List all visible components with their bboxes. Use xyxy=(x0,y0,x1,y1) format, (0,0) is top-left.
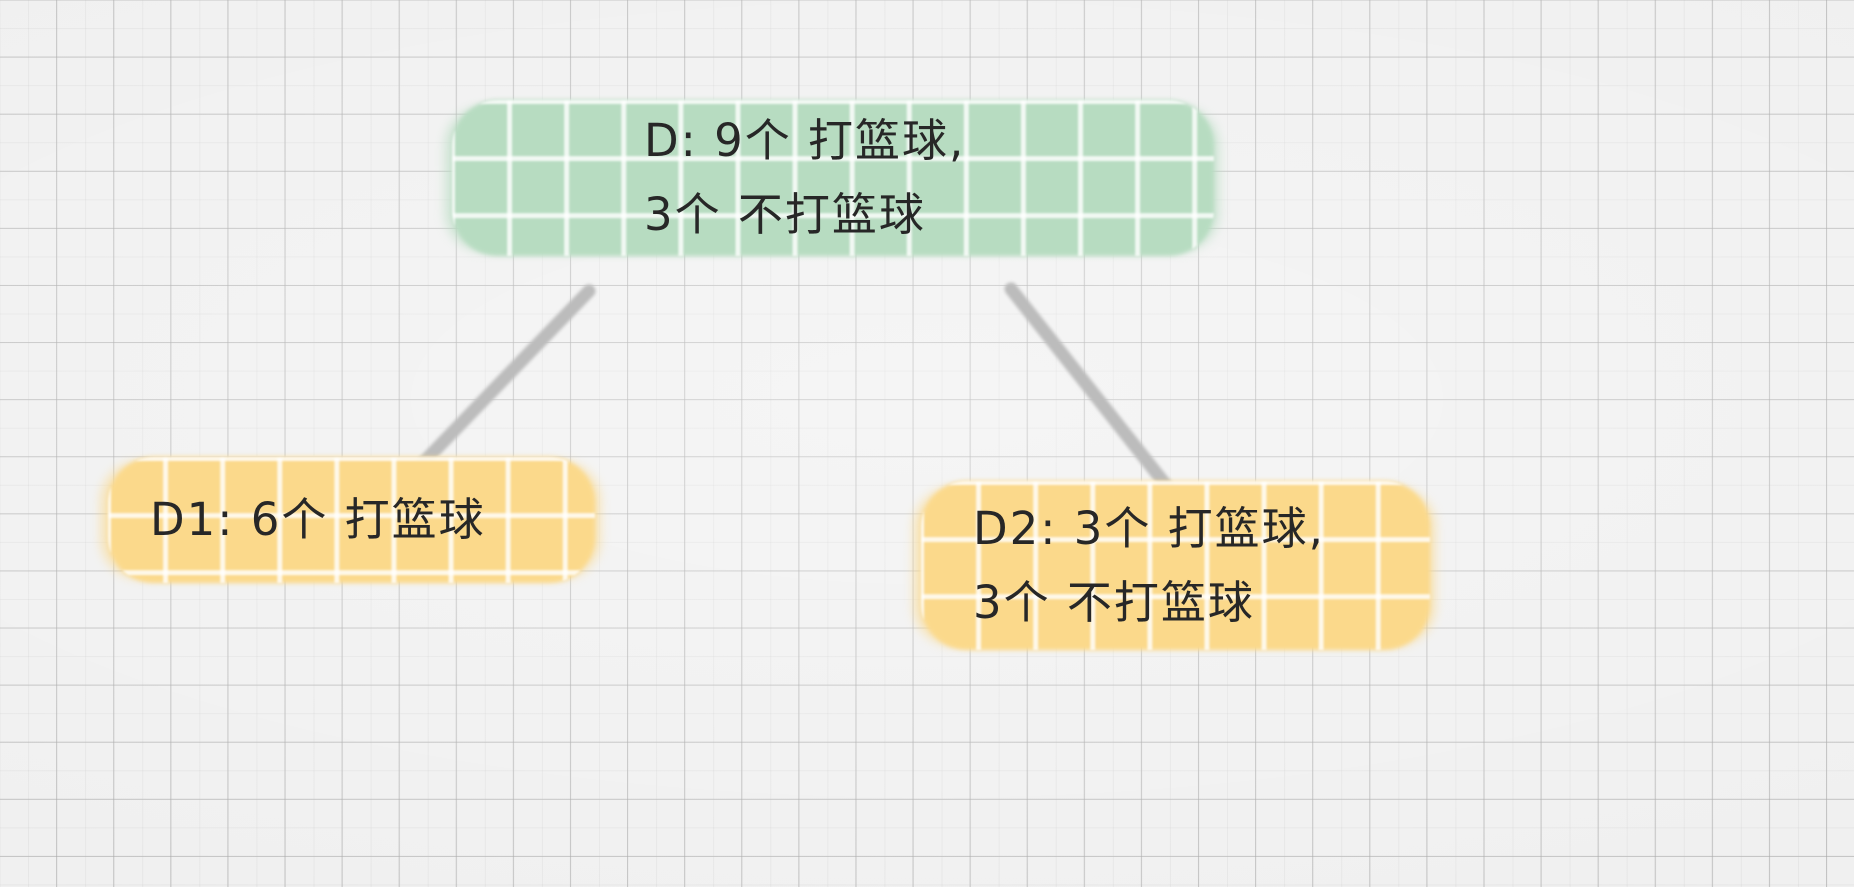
node-D1[interactable]: D1: 6个 打篮球 xyxy=(100,457,601,583)
d1-grid-overlay xyxy=(108,457,595,583)
root-grid-overlay xyxy=(452,100,1214,256)
node-D2-line-1: D2: 3个 打篮球, xyxy=(973,501,1325,555)
d2-grid-overlay xyxy=(921,481,1430,650)
node-D2-label: D2: 3个 打篮球, 3个 不打篮球 xyxy=(921,492,1430,640)
node-root-line-1: D: 9个 打篮球, xyxy=(644,114,966,167)
node-D2-line-2: 3个 不打篮球 xyxy=(973,575,1255,629)
node-root-D[interactable]: D: 9个 打篮球, 3个 不打篮球 xyxy=(444,100,1220,256)
node-root-label: D: 9个 打篮球, 3个 不打篮球 xyxy=(452,104,1214,252)
node-D1-label: D1: 6个 打篮球 xyxy=(108,483,595,557)
node-D1-line-1: D1: 6个 打篮球 xyxy=(150,493,486,546)
node-root-line-2: 3个 不打篮球 xyxy=(644,188,926,241)
node-D2[interactable]: D2: 3个 打篮球, 3个 不打篮球 xyxy=(913,481,1436,650)
